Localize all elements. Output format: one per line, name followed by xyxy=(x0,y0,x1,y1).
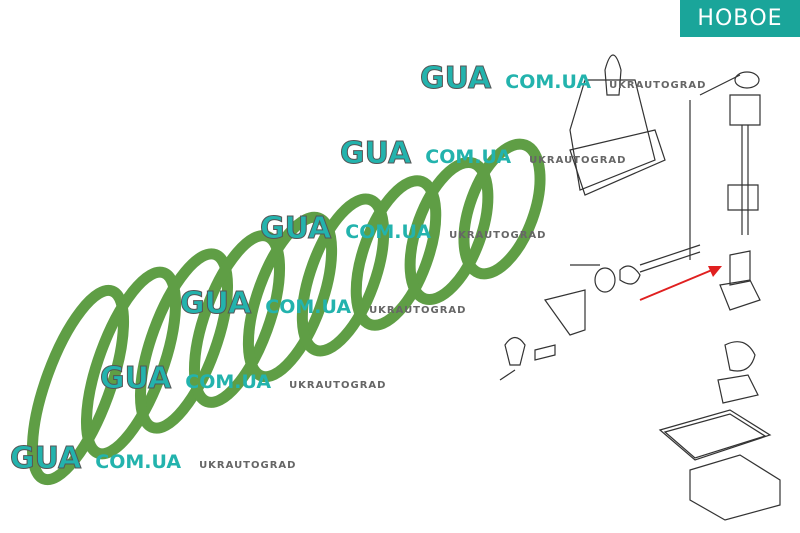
spring-coil xyxy=(296,193,390,357)
spring-coil xyxy=(350,175,442,331)
spring-coil xyxy=(404,156,494,306)
spring-coil xyxy=(458,138,546,280)
spring-coil xyxy=(188,230,286,408)
gearshift-diagram xyxy=(499,54,781,521)
spring-coil xyxy=(26,284,130,486)
spring-image xyxy=(26,138,546,486)
spring-coil xyxy=(134,248,234,434)
new-badge: НОВОЕ xyxy=(680,0,800,37)
red-arrow xyxy=(639,266,722,301)
spring-coil xyxy=(80,266,182,460)
new-badge-label: НОВОЕ xyxy=(697,6,783,31)
spring-coil xyxy=(242,211,338,383)
